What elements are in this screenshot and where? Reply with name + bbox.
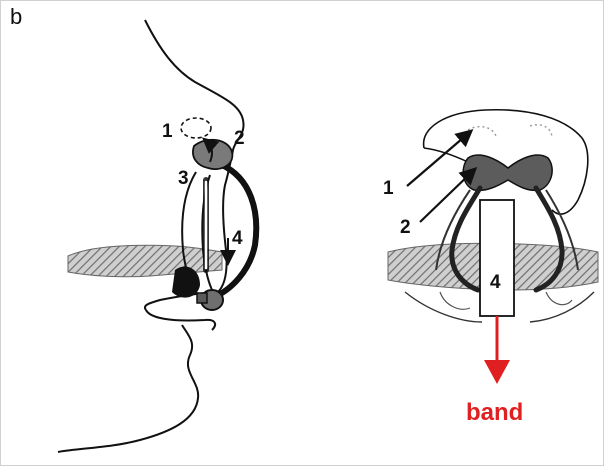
left-label-2: 2 [234, 128, 245, 149]
knot-bowtie [463, 155, 552, 190]
teeth-left [440, 292, 470, 309]
right-label-2: 2 [400, 217, 411, 238]
nostril-left-dotted [468, 127, 496, 136]
right-label-1: 1 [383, 178, 394, 199]
nose-arch [424, 110, 588, 214]
band-label: band [466, 399, 523, 426]
position-1-dashed [181, 118, 211, 138]
bottom-button-stem [197, 293, 207, 303]
nose-arch-inner [424, 148, 468, 162]
chin-outline [58, 325, 198, 452]
band-red-arrow-head [484, 360, 510, 384]
left-profile-figure: 1 2 3 4 [58, 20, 256, 452]
right-label-4: 4 [490, 272, 501, 293]
right-frontal-figure: 4 1 2 band [383, 110, 598, 426]
lower-lip [146, 310, 215, 330]
teeth-right [546, 292, 572, 305]
left-label-3: 3 [178, 168, 189, 189]
nostril-right-dotted [530, 125, 552, 138]
plate-4 [480, 200, 514, 316]
palate-hatch-left [68, 245, 222, 276]
left-label-1: 1 [162, 121, 173, 142]
left-label-4: 4 [232, 228, 243, 249]
